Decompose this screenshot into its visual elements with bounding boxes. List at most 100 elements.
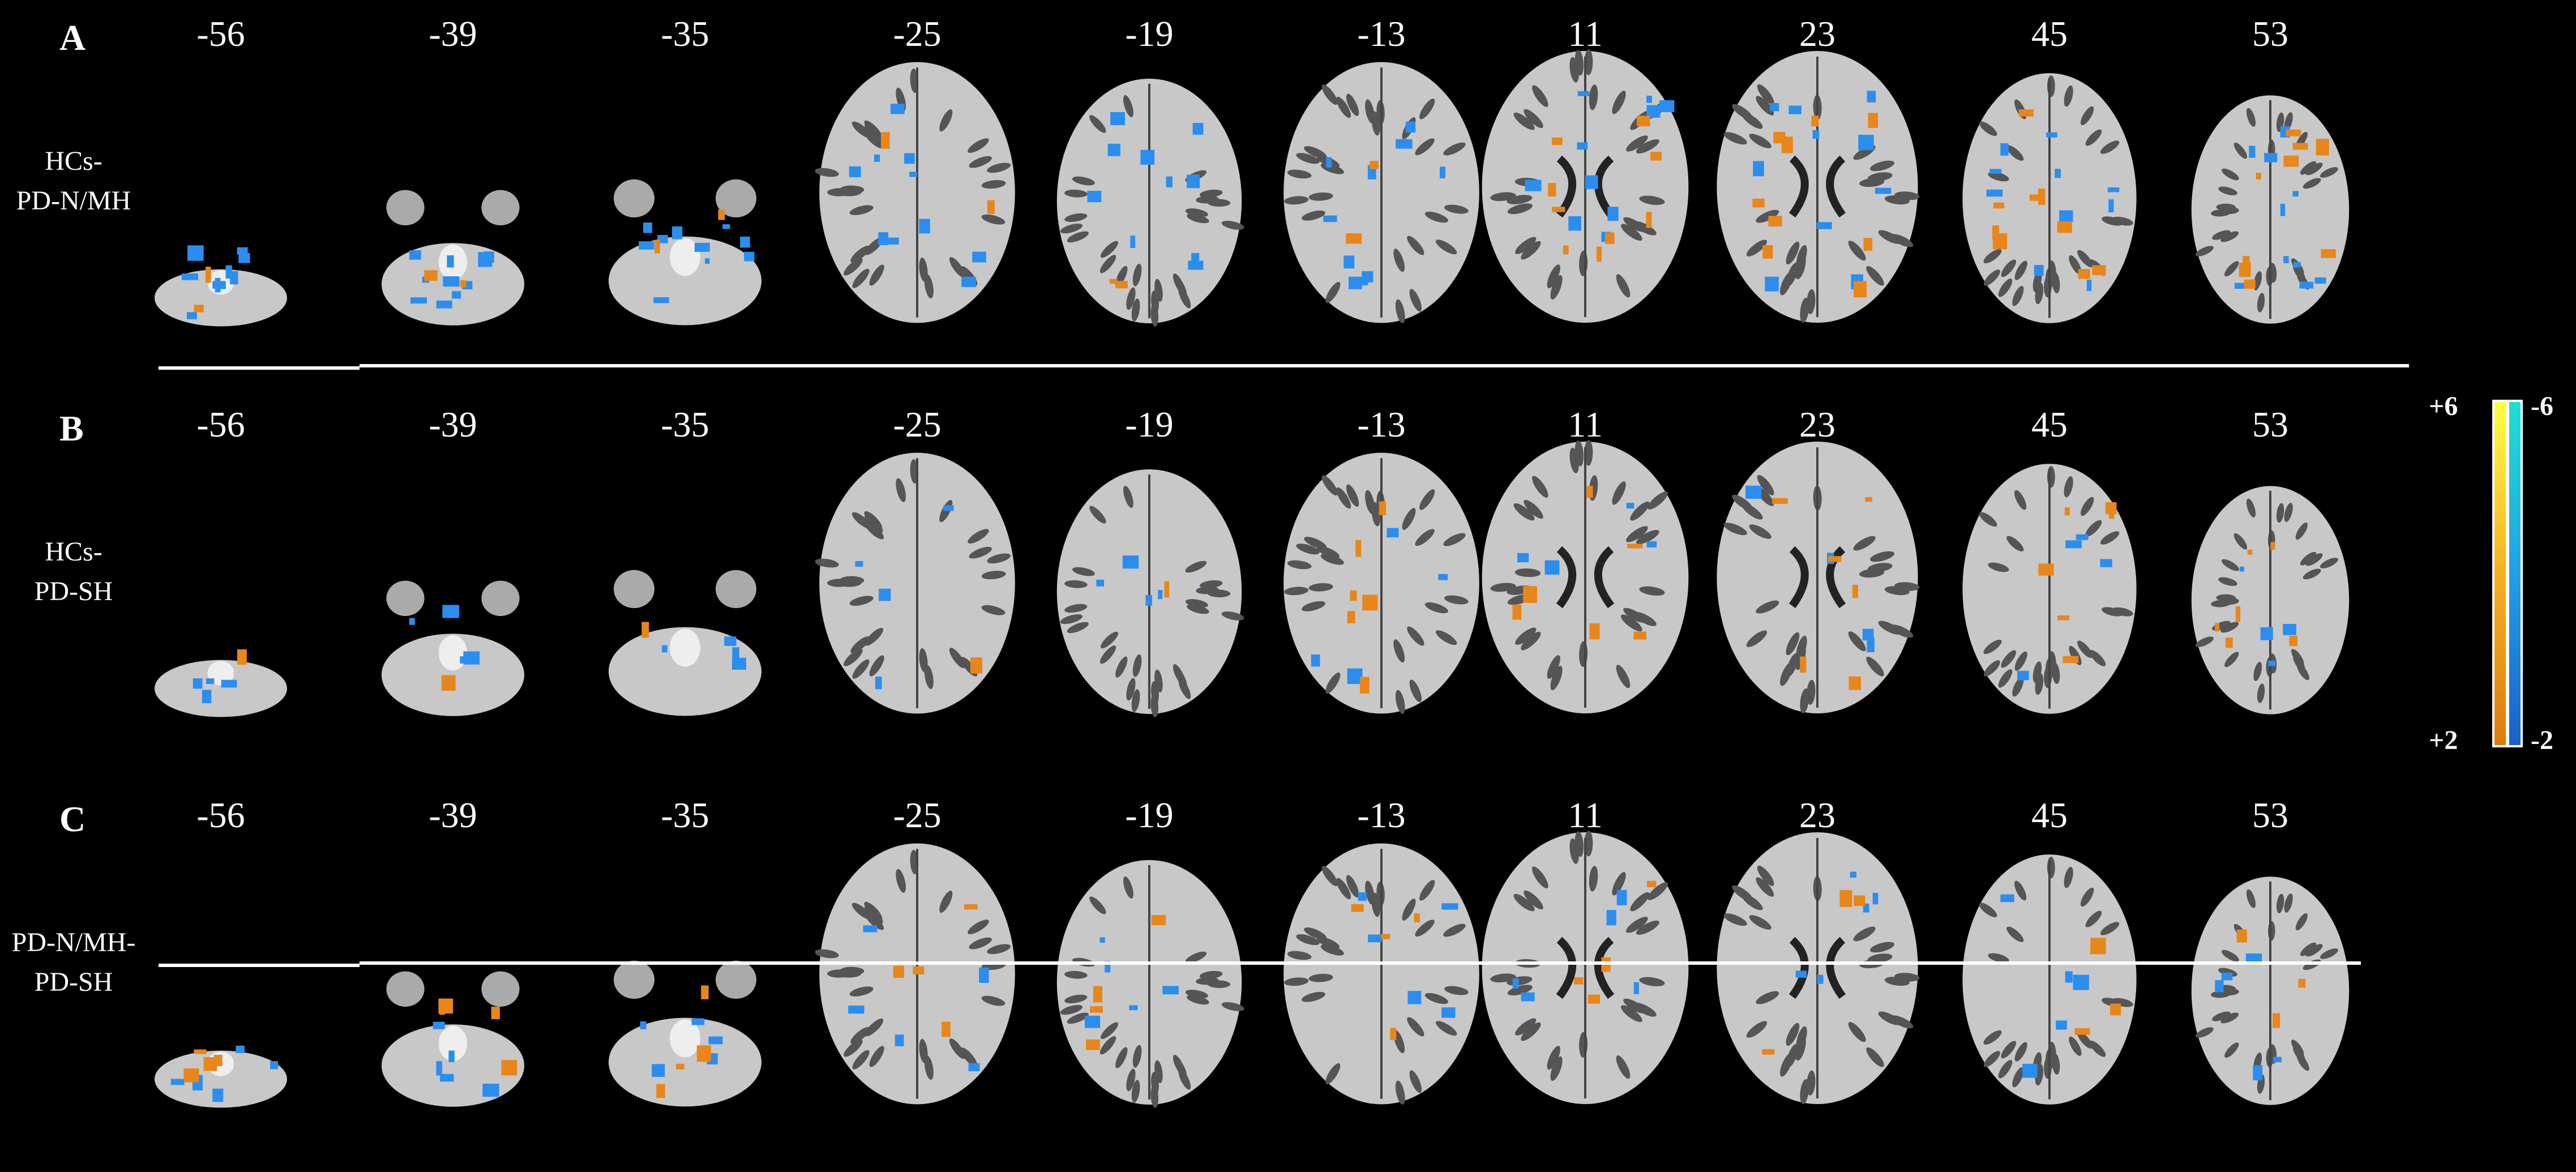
negative-cluster: [878, 232, 889, 246]
positive-cluster: [1093, 986, 1102, 1003]
sulcus: [1521, 1022, 1541, 1041]
sulcus: [1100, 1022, 1119, 1040]
negative-cluster: [206, 678, 215, 685]
sulcus: [2276, 893, 2284, 914]
positive-cluster: [1346, 233, 1362, 244]
positive-cluster: [1828, 556, 1842, 562]
axial-brain-slice: [382, 971, 524, 1107]
positive-cluster: [1370, 161, 1379, 169]
sulcus: [1780, 1053, 1793, 1077]
sulcus: [1616, 274, 1631, 298]
sulcus: [1800, 1079, 1809, 1104]
cerebellum-shape: [609, 627, 761, 716]
sulcus: [2112, 216, 2133, 226]
negative-cluster: [187, 245, 204, 261]
axial-brain-slice: [2191, 95, 2350, 324]
sulcus: [1621, 224, 1642, 241]
sulcus: [1569, 447, 1579, 473]
slice-number: -35: [661, 795, 709, 835]
negative-cluster: [1166, 176, 1173, 187]
positive-cluster: [942, 1021, 951, 1037]
positive-cluster: [1586, 486, 1593, 498]
sulcus: [924, 274, 934, 298]
negative-cluster: [943, 505, 954, 511]
negative-cluster: [2065, 540, 2082, 549]
negative-cluster: [187, 312, 197, 319]
sulcus: [2051, 1053, 2060, 1075]
sulcus: [2012, 1067, 2024, 1088]
slice-1: -39: [345, 402, 560, 719]
negative-cluster: [1626, 503, 1634, 509]
negative-cluster: [1162, 986, 1179, 995]
sulcus: [1524, 109, 1543, 129]
negative-cluster: [1440, 166, 1446, 178]
brainstem-shape: [438, 1025, 468, 1062]
negative-cluster: [1129, 1005, 1138, 1011]
positive-cluster: [2038, 563, 2054, 576]
sulcus: [1584, 440, 1593, 466]
positive-cluster: [1773, 131, 1786, 144]
sulcus: [850, 245, 870, 263]
positive-cluster: [1512, 604, 1522, 620]
negative-cluster: [1616, 889, 1627, 905]
temporal-lobe-left: [386, 190, 425, 225]
negative-cluster: [1989, 169, 2002, 174]
sulcus: [2246, 889, 2256, 908]
sulcus: [1409, 289, 1422, 312]
negative-cluster: [410, 297, 427, 304]
negative-cluster: [238, 253, 250, 263]
positive-cluster: [2215, 623, 2220, 632]
negative-cluster: [2000, 894, 2014, 902]
sulcus: [1284, 977, 1309, 986]
ventricle-left: [1788, 546, 1809, 609]
sulcus: [896, 478, 906, 502]
sulcus: [1621, 1005, 1642, 1023]
negative-cluster: [2280, 203, 2286, 216]
sulcus: [1639, 195, 1665, 205]
row-label-line: PD-SH: [34, 967, 113, 997]
slice-5: -13: [1274, 793, 1489, 1110]
separator-line: [159, 964, 360, 967]
temporal-lobe-right: [481, 971, 520, 1007]
negative-cluster: [1817, 974, 1824, 984]
sulcus: [1419, 99, 1435, 119]
sulcus: [2077, 640, 2093, 658]
sulcus: [1173, 664, 1186, 686]
negative-cluster: [2221, 972, 2233, 981]
axial-brain-slice: [1962, 854, 2137, 1105]
positive-cluster: [2057, 221, 2072, 233]
sulcus: [1089, 896, 1106, 914]
sulcus: [1890, 625, 1914, 638]
positive-cluster: [1414, 913, 1420, 923]
sulcus: [1346, 484, 1359, 507]
slice-8: 45: [1942, 793, 2157, 1110]
sulcus: [1346, 93, 1359, 117]
midline: [2269, 881, 2271, 1101]
positive-cluster: [2247, 549, 2253, 555]
sulcus: [987, 553, 1011, 564]
midline: [2269, 490, 2271, 710]
axial-brain-slice: [1056, 860, 1244, 1108]
midline: [1148, 474, 1150, 709]
negative-cluster: [2056, 1020, 2067, 1030]
sulcus: [919, 1038, 928, 1063]
sulcus: [1064, 580, 1088, 588]
positive-cluster: [1552, 207, 1565, 212]
sulcus: [865, 1018, 884, 1037]
sulcus: [1287, 560, 1312, 570]
sulcus: [1123, 485, 1133, 508]
sulcus: [1626, 135, 1648, 152]
sulcus: [1639, 977, 1665, 986]
sulcus: [949, 648, 965, 669]
positive-cluster: [460, 280, 467, 288]
sulcus: [981, 995, 1005, 1006]
sulcus: [1515, 1018, 1537, 1036]
negative-cluster: [447, 255, 454, 268]
negative-cluster: [1585, 175, 1598, 189]
positive-cluster: [203, 1057, 217, 1071]
negative-cluster: [1816, 222, 1832, 229]
axial-brain-slice: [1962, 73, 2137, 323]
ventricle-right: [1594, 546, 1615, 609]
positive-cluster: [2235, 606, 2241, 622]
positive-cluster: [1772, 498, 1788, 504]
